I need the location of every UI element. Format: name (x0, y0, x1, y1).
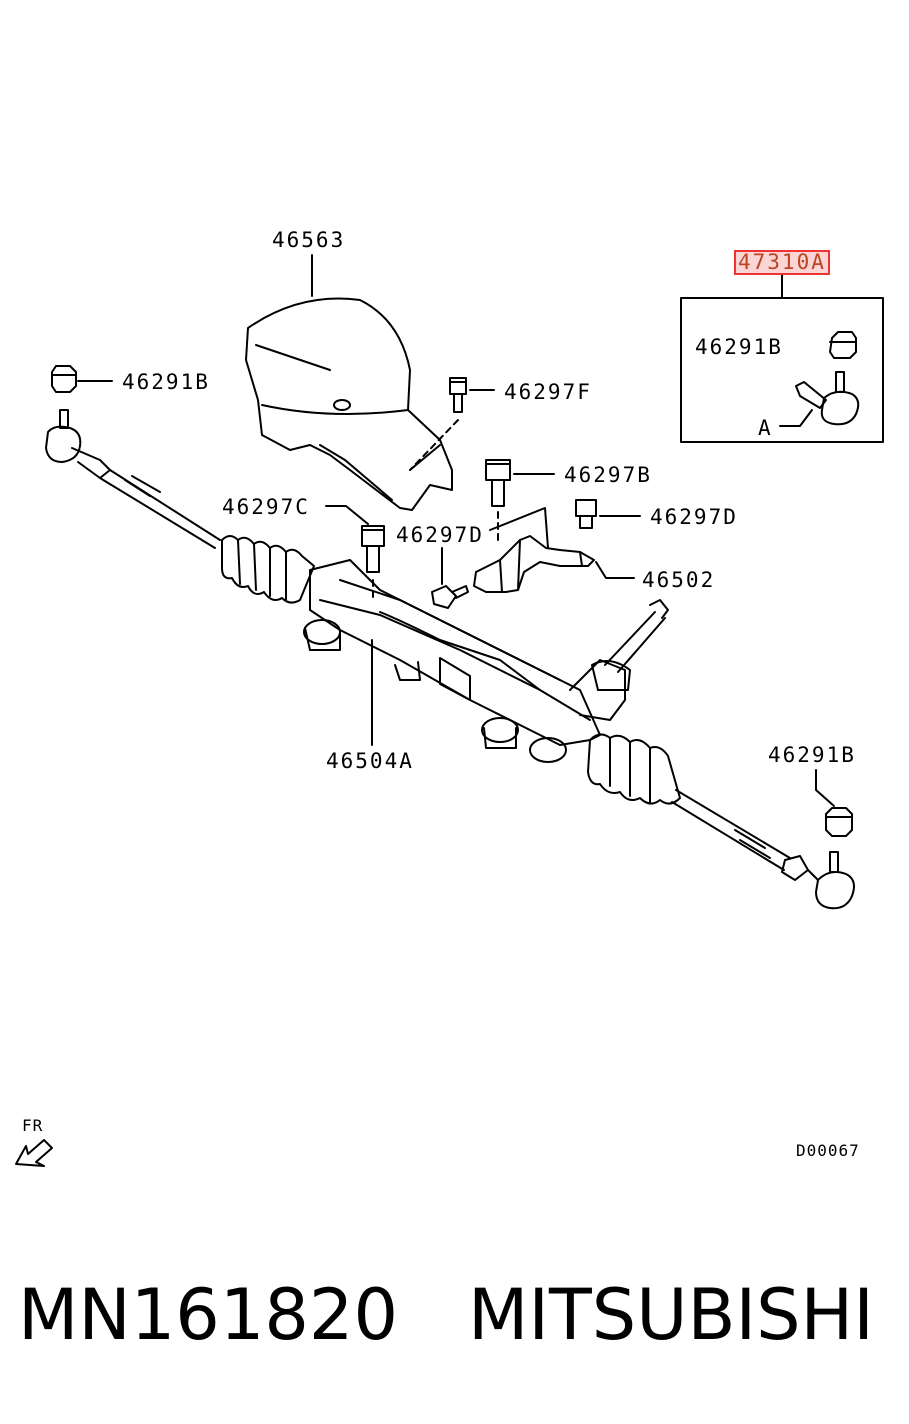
parts-diagram: 46563 47310A 46291B 46297F 46291B A 4629… (15, 228, 884, 1167)
nut-46291B-left (51, 365, 113, 393)
boot-left (221, 535, 315, 604)
label-47310A[interactable]: 47310A (734, 250, 830, 275)
label-46502[interactable]: 46502 (642, 568, 716, 592)
label-46504A[interactable]: 46504A (326, 749, 414, 773)
diagram-drawing (15, 254, 884, 1167)
label-46291B-kit[interactable]: 46291B (695, 335, 783, 359)
pinion-shaft (591, 599, 669, 691)
bolt-46297B (485, 459, 555, 546)
footer-caption: MN161820 MITSUBISHI (18, 1270, 898, 1360)
label-46297D-mid[interactable]: 46297D (396, 523, 484, 547)
front-arrow-icon (15, 1139, 53, 1167)
rack-housing-46504A (303, 559, 626, 763)
label-46297F[interactable]: 46297F (504, 380, 592, 404)
label-46297B[interactable]: 46297B (564, 463, 652, 487)
diagram-code: D00067 (796, 1141, 860, 1160)
bracket-46502 (473, 507, 635, 593)
label-46563[interactable]: 46563 (272, 228, 346, 252)
kit-box-47310A (680, 271, 884, 443)
tie-rod-end-right (807, 851, 855, 910)
brand-name: MITSUBISHI (467, 1274, 874, 1356)
label-fr: FR (22, 1116, 44, 1135)
bolt-46297D-mid (431, 547, 469, 609)
bolt-46297C (325, 505, 385, 601)
tie-rod-end-left (45, 409, 221, 549)
label-46297D-right[interactable]: 46297D (650, 505, 738, 529)
bolt-46297F (409, 377, 495, 471)
label-46291B-left[interactable]: 46291B (122, 370, 210, 394)
bolt-46297D-right (575, 499, 641, 529)
heat-shield-46563 (245, 254, 453, 511)
label-46291B-right[interactable]: 46291B (768, 743, 856, 767)
label-kit-A[interactable]: A (758, 416, 773, 440)
tie-rod-right (671, 789, 809, 881)
boot-right (587, 733, 681, 805)
part-number: MN161820 (18, 1274, 398, 1356)
nut-46291B-right (815, 769, 853, 837)
label-46297C[interactable]: 46297C (222, 495, 310, 519)
